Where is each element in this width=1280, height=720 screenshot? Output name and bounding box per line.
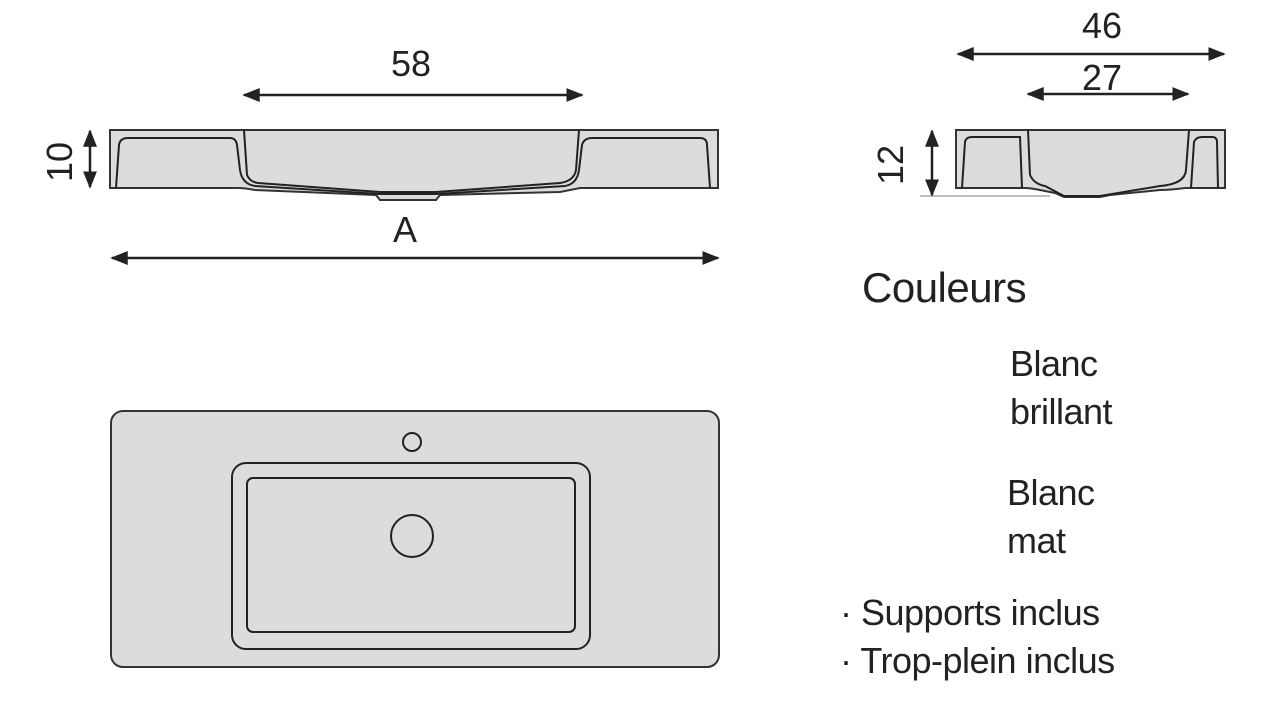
dimension-58-label: 58 xyxy=(391,43,431,84)
color-option-line1: Blanc xyxy=(1007,472,1095,513)
dimension-a-label: A xyxy=(393,209,417,250)
feature-supports: · Supports inclus xyxy=(840,592,1100,633)
dimension-46-label: 46 xyxy=(1082,5,1122,46)
color-option-glossy-white: Blanc brillant xyxy=(1010,340,1113,436)
top-view xyxy=(110,410,720,668)
faucet-hole xyxy=(402,432,422,452)
color-option-line1: Blanc xyxy=(1010,343,1098,384)
dimension-12-label: 12 xyxy=(870,145,911,185)
feature-overflow: · Trop-plein inclus xyxy=(840,640,1115,681)
front-section-view: 58 10 A xyxy=(39,43,720,265)
color-option-line2: brillant xyxy=(1010,391,1113,432)
dimension-27-label: 27 xyxy=(1082,57,1122,98)
drain-hole xyxy=(390,514,434,558)
color-option-line2: mat xyxy=(1007,520,1066,561)
color-option-matte-white: Blanc mat xyxy=(1007,469,1095,565)
dimension-10-label: 10 xyxy=(39,142,80,182)
colors-title: Couleurs xyxy=(862,264,1027,311)
side-section-view: 46 27 12 xyxy=(870,5,1226,198)
